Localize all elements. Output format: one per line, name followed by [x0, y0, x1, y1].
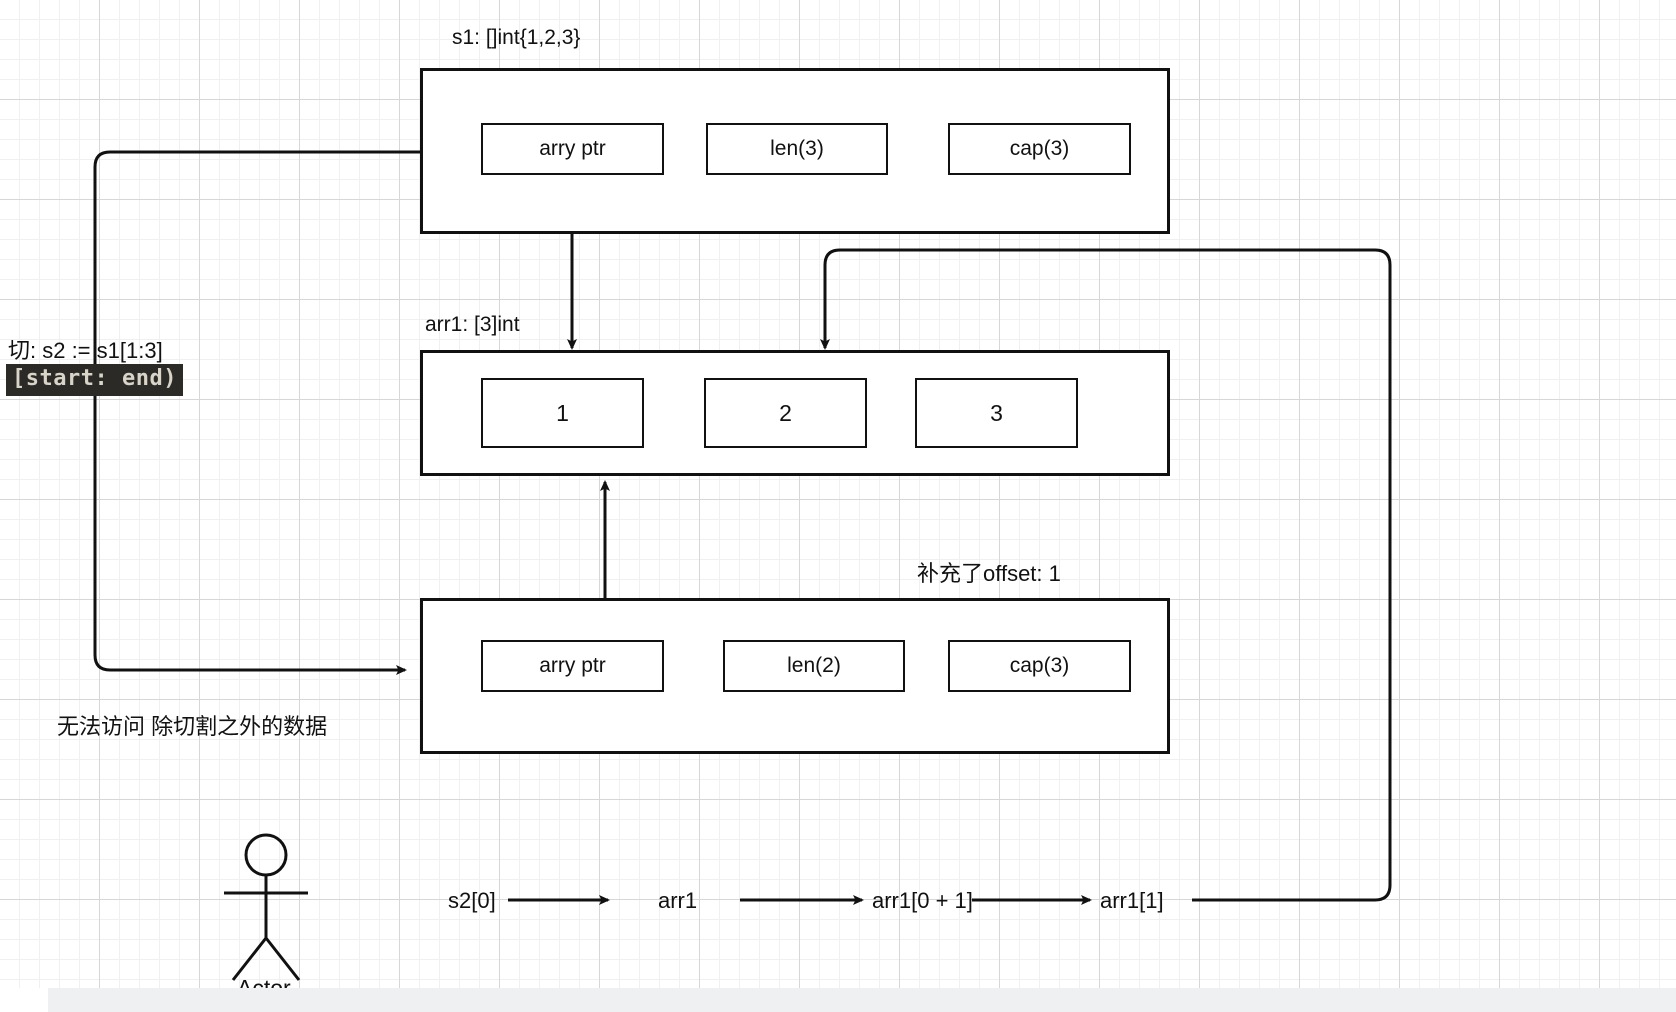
connector-s1-to-s2	[93, 150, 420, 675]
no-access-note: 无法访问 除切割之外的数据	[57, 714, 328, 739]
arr1-cell-0: 1	[481, 378, 644, 448]
s2-field-arry-ptr: arry ptr	[481, 640, 664, 692]
s1-field-len: len(3)	[706, 123, 888, 175]
s1-field-cap: cap(3)	[948, 123, 1131, 175]
actor-figure	[224, 833, 308, 981]
arr1-cell-2: 3	[915, 378, 1078, 448]
arr1-cell-1: 2	[704, 378, 867, 448]
flow-item-arr1-0-plus-1: arr1[0 + 1]	[872, 888, 973, 913]
slice-range-chip: [start: end)	[6, 364, 183, 396]
flow-item-arr1: arr1	[658, 888, 698, 913]
connector-arr1idx-to-cell2	[820, 248, 1392, 902]
bottom-edge-strip	[0, 988, 1676, 1012]
bottom-edge-strip-left	[0, 988, 48, 1012]
flow-item-arr1-1: arr1[1]	[1100, 888, 1164, 913]
s2-field-len: len(2)	[723, 640, 905, 692]
slice-expression-label: 切: s2 := s1[1:3]	[8, 338, 163, 363]
s1-title: s1: []int{1,2,3}	[452, 26, 581, 49]
s2-field-cap: cap(3)	[948, 640, 1131, 692]
flow-item-s2-0: s2[0]	[448, 888, 496, 913]
offset-note: 补充了offset: 1	[917, 561, 1061, 586]
s1-field-arry-ptr: arry ptr	[481, 123, 664, 175]
arr1-title: arr1: [3]int	[425, 313, 520, 336]
